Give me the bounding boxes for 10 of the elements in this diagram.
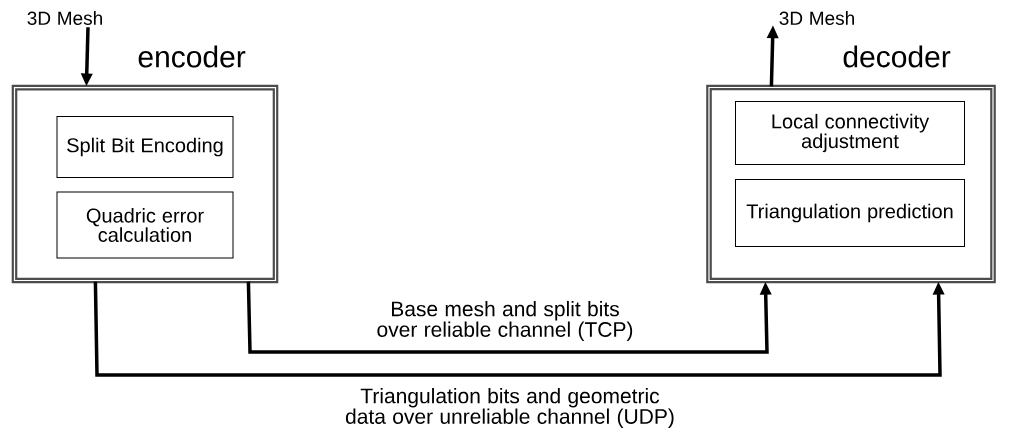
process-box: Split Bit Encoding: [56, 116, 234, 178]
process-box: Local connectivity adjustment: [735, 101, 965, 165]
process-box: Quadric error calculation: [56, 191, 234, 259]
box-heading: decoder: [843, 45, 951, 68]
edge-label: Base mesh and split bits over reliable channel (TCP): [377, 300, 633, 342]
input-label: 3D Mesh: [779, 11, 854, 25]
process-box: Triangulation prediction: [735, 179, 965, 247]
box-heading: encoder: [138, 45, 246, 68]
input-label: 3D Mesh: [27, 11, 102, 25]
edge-label: Triangulation bits and geometric data over unreliable channel (UDP): [345, 387, 674, 429]
